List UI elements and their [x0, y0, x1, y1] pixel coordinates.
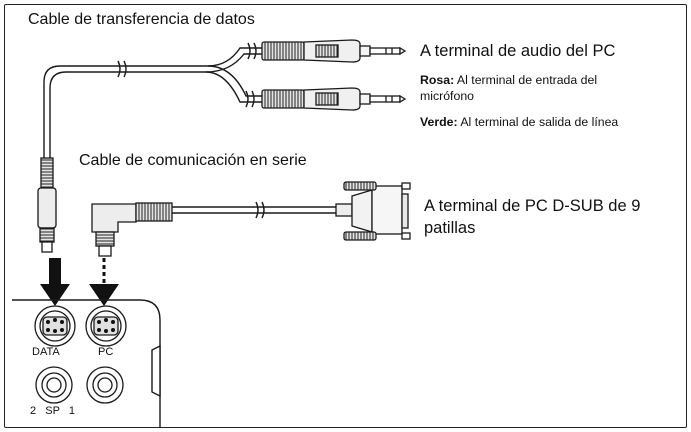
green-description: Al terminal de salida de línea: [460, 115, 619, 129]
pink-description: Al terminal de entrada del: [456, 73, 598, 87]
cable-title: Cable de transferencia de datos: [28, 11, 255, 28]
speaker-jack-2: [35, 366, 73, 404]
pink-label: Rosa: Al terminal de entrada del: [420, 73, 597, 87]
radio-side-panel: [12, 299, 161, 427]
audio-terminal-label: A terminal de audio del PC: [420, 42, 616, 60]
green-color-name: Verde:: [420, 115, 458, 129]
data-port: [34, 305, 76, 347]
audio-jack-green: [261, 87, 407, 111]
pc-port: [85, 305, 127, 347]
insert-arrow-pc: [89, 258, 119, 306]
pc-port-label: PC: [98, 346, 114, 358]
din-plug-data: [37, 157, 57, 253]
audio-jack-pink: [261, 39, 407, 63]
pink-color-name: Rosa:: [420, 73, 455, 87]
data-port-label: DATA: [32, 346, 60, 358]
speaker-jack-1: [86, 366, 124, 404]
data-transfer-cable: [43, 42, 262, 158]
serial-cable-label: Cable de comunicación en serie: [79, 152, 307, 169]
insert-arrow-data: [40, 258, 70, 306]
serial-cable: [172, 201, 336, 219]
dsub-label-line1: A terminal de PC D-SUB de 9: [424, 197, 641, 215]
sp-port-label: 2 SP 1: [30, 405, 76, 417]
green-label: Verde: Al terminal de salida de línea: [420, 115, 618, 129]
dsub-label-line2: patillas: [424, 219, 476, 237]
dsub-9-connector: [335, 181, 411, 241]
diagram-frame: [4, 4, 687, 428]
right-angle-plug-pc: [91, 202, 173, 257]
pink-description-cont: micrófono: [420, 89, 474, 103]
